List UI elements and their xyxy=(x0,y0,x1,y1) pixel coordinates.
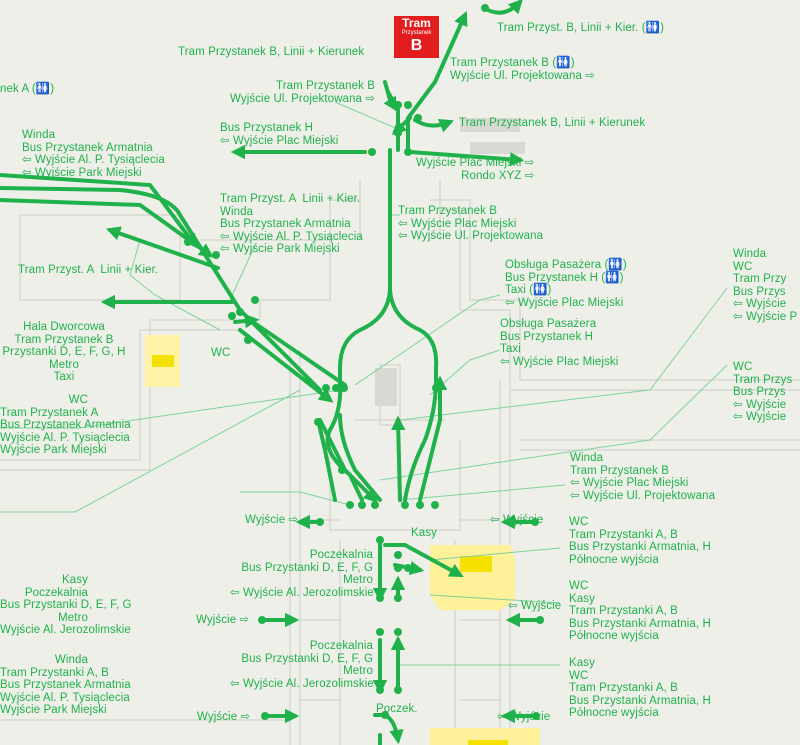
tram-badge-title: Tram xyxy=(402,16,431,30)
label-tram-b-exits: Tram Przystanek B ⇦ Wyjście Plac Miejski… xyxy=(398,205,544,242)
label-wyjscie-left-3: Wyjście ⇨ xyxy=(197,711,251,723)
label-tram-b-linii-kierunek: Tram Przystanek B, Linii + Kierunek xyxy=(178,46,365,58)
label-tram-b-linii-kierunek-right: Tram Przystanek B, Linii + Kierunek xyxy=(459,117,646,129)
label-hala-dworcowa: Hala Dworcowa Tram Przystanek B Przystan… xyxy=(2,321,126,383)
label-winda-wc-right: Winda WC Tram Przy Bus Przys ⇦ Wyjście ⇦… xyxy=(733,248,798,323)
label-kasy-poczekalnia-left: Kasy Poczekalnia Bus Przystanki D, E, F,… xyxy=(0,574,132,636)
label-tram-b-wyjscie-projektowana: Tram Przystanek B Wyjście Ul. Projektowa… xyxy=(230,80,376,105)
leader-lines xyxy=(0,84,728,666)
tram-badge-letter: B xyxy=(410,37,423,54)
label-wc-tram-a-armatnia: WC Tram Przystanek A Bus Przystanek Arma… xyxy=(0,394,131,456)
tram-badge-subtitle: Przystanek xyxy=(401,30,432,36)
label-obsluga-pasazera: Obsługa Pasażera Bus Przystanek H Taxi ⇦… xyxy=(500,318,619,368)
label-wc-polnocne-1: WC Tram Przystanki A, B Bus Przystanki A… xyxy=(569,516,711,566)
label-obsluga-pasazera-wc: Obsługa Pasażera (🚻) Bus Przystanek H (🚻… xyxy=(505,259,627,309)
label-kasy: Kasy xyxy=(411,527,437,539)
label-wyjscie-right-3: ⇦ Wyjście xyxy=(497,711,551,723)
label-wyjscie-right-2: ⇦ Wyjście xyxy=(508,600,562,612)
label-tram-b-projektowana: Tram Przystanek B (🚻) Wyjście Ul. Projek… xyxy=(450,57,596,82)
label-wyjscie-left-2: Wyjście ⇨ xyxy=(196,614,250,626)
label-plac-miejski-rondo: Wyjście Plac Miejski ⇨ Rondo XYZ ⇨ xyxy=(416,157,535,182)
route-center-loop xyxy=(325,378,364,502)
highlighted-areas xyxy=(145,335,540,745)
route-trunk xyxy=(338,148,392,390)
label-wc-kasy-polnocne: WC Kasy Tram Przystanki A, B Bus Przysta… xyxy=(569,580,711,642)
label-poczekalnia-1: Poczekalnia Bus Przystanki D, E, F, G Me… xyxy=(230,549,374,599)
label-poczek: Poczek. xyxy=(376,703,418,715)
junction-dots xyxy=(184,4,544,720)
label-poczekalnia-2: Poczekalnia Bus Przystanki D, E, F, G Me… xyxy=(230,640,374,690)
label-winda-armatnia: Winda Bus Przystanek Armatnia ⇦ Wyjście … xyxy=(22,129,165,179)
label-tram-a-linii-kier: Tram Przyst. A Linii + Kier. xyxy=(18,264,159,276)
label-winda-tram-ab-left: Winda Tram Przystanki A, B Bus Przystane… xyxy=(0,654,131,716)
route-center-loop-2 xyxy=(403,378,438,502)
label-tram-b-linii-kier-wc: Tram Przyst. B, Linii + Kier. (🚻) xyxy=(497,22,665,34)
label-bus-h-plac-miejski: Bus Przystanek H ⇦ Wyjście Plac Miejski xyxy=(220,122,339,147)
label-tram-a-winda-armatnia: Tram Przyst. A Linii + Kier. Winda Bus P… xyxy=(220,193,363,255)
label-tram-a-wc: nek A (🚻) xyxy=(0,83,55,95)
route-top xyxy=(406,11,468,152)
building-blocks xyxy=(375,118,525,406)
label-wyjscie-right-1: ⇦ Wyjście xyxy=(490,514,544,526)
route-trunk-right xyxy=(388,288,439,390)
label-wc-right: WC Tram Przys Bus Przys ⇦ Wyjście ⇦ Wyjś… xyxy=(733,361,793,423)
label-winda-tram-b: Winda Tram Przystanek B ⇦ Wyjście Plac M… xyxy=(570,452,716,502)
label-kasy-wc-polnocne: Kasy WC Tram Przystanki A, B Bus Przysta… xyxy=(569,657,711,719)
label-wyjscie-left-1: Wyjście ⇨ xyxy=(245,514,299,526)
label-wc-left: WC xyxy=(211,347,231,359)
tram-stop-b-badge: Tram Przystanek B xyxy=(394,16,439,58)
route-lines xyxy=(0,0,542,745)
